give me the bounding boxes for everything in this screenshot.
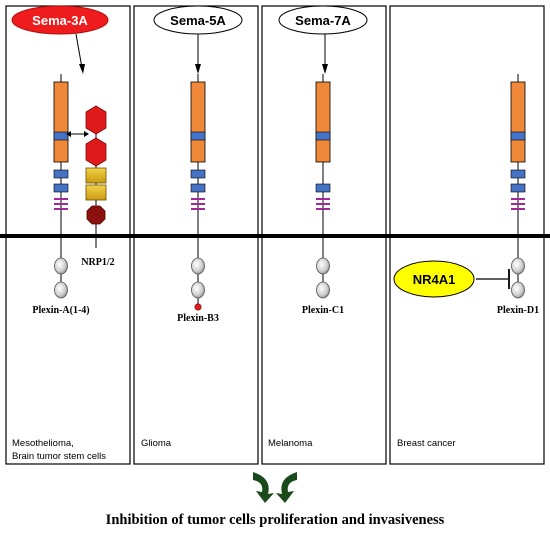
psi-stripe: [191, 203, 205, 205]
ligand-ellipse-sema-3a: [11, 5, 109, 35]
ipt-ball: [54, 281, 68, 299]
plexin-sema-domain: [315, 81, 331, 163]
ipt-ball: [191, 257, 205, 275]
psi-stripe: [54, 198, 68, 200]
ligand-label-sema-5a: Sema-5A: [170, 13, 226, 28]
plexin-sema-domain: [53, 81, 69, 163]
psi-stripe: [316, 203, 330, 205]
nrp-fv-domain: [85, 184, 107, 201]
psi-stripe: [191, 198, 205, 200]
ligand-arrow-head: [79, 64, 85, 74]
footer-caption: Inhibition of tumor cells proliferation …: [106, 512, 445, 528]
plexin-band: [510, 169, 526, 179]
plexin-band: [510, 183, 526, 193]
ligand-label-sema-7a: Sema-7A: [295, 13, 351, 28]
receptor-label-plexin-b3: Plexin-B3: [177, 313, 219, 324]
nrp-cub-domain: [85, 105, 107, 135]
cancer-label: Breast cancer: [397, 438, 456, 449]
inhibitor-ellipse-nr4a1: [393, 260, 475, 298]
psi-stripe: [191, 208, 205, 210]
psi-stripe: [511, 203, 525, 205]
plexin-band: [53, 169, 69, 179]
plexin-band: [315, 183, 331, 193]
receptor-label-plexin-a: Plexin-A(1-4): [32, 305, 89, 316]
plexin-band: [190, 183, 206, 193]
double-headed-arrow-icon: [66, 131, 89, 137]
cancer-label: Glioma: [141, 438, 172, 449]
ipt-ball: [316, 281, 330, 299]
ipt-ball: [316, 257, 330, 275]
plexin-sema-domain: [510, 81, 526, 163]
ipt-ball: [191, 281, 205, 299]
nrp-mam-domain: [86, 205, 106, 225]
coreceptor-label-nrp: NRP1/2: [81, 257, 114, 268]
nrp-cub-domain: [85, 137, 107, 167]
plexin-band: [315, 131, 331, 141]
ligand-arrow-line: [75, 33, 83, 69]
ligand-label-sema-3a: Sema-3A: [32, 13, 88, 28]
cancer-label: Melanoma: [268, 438, 313, 449]
receptor-label-plexin-d1: Plexin-D1: [497, 305, 539, 316]
nrp-fv-domain: [85, 167, 107, 184]
inhibition-bar-icon: [476, 269, 510, 289]
psi-stripe: [316, 208, 330, 210]
psi-stripe: [511, 198, 525, 200]
psi-stripe: [54, 208, 68, 210]
psi-stripe: [316, 198, 330, 200]
plexin-band: [190, 169, 206, 179]
psi-stripe: [511, 208, 525, 210]
cancer-label-line-1: Mesothelioma,: [12, 438, 74, 449]
ipt-ball: [511, 257, 525, 275]
cancer-label-line-2: Brain tumor stem cells: [12, 451, 106, 462]
ligand-ellipse-sema-7a: [278, 5, 368, 35]
plexin-band: [53, 131, 69, 141]
plexin-sema-domain: [190, 81, 206, 163]
converging-arrows-icon: [253, 472, 297, 503]
psi-stripe: [54, 203, 68, 205]
plexin-band: [510, 131, 526, 141]
plexin-band: [190, 131, 206, 141]
ligand-arrow-head: [195, 64, 201, 74]
ipt-ball: [511, 281, 525, 299]
ligand-arrow-head: [322, 64, 328, 74]
receptor-label-plexin-c1: Plexin-C1: [302, 305, 344, 316]
inhibitor-label-nr4a1: NR4A1: [413, 272, 456, 287]
red-dot: [194, 303, 202, 311]
ipt-ball: [54, 257, 68, 275]
plexin-band: [53, 183, 69, 193]
